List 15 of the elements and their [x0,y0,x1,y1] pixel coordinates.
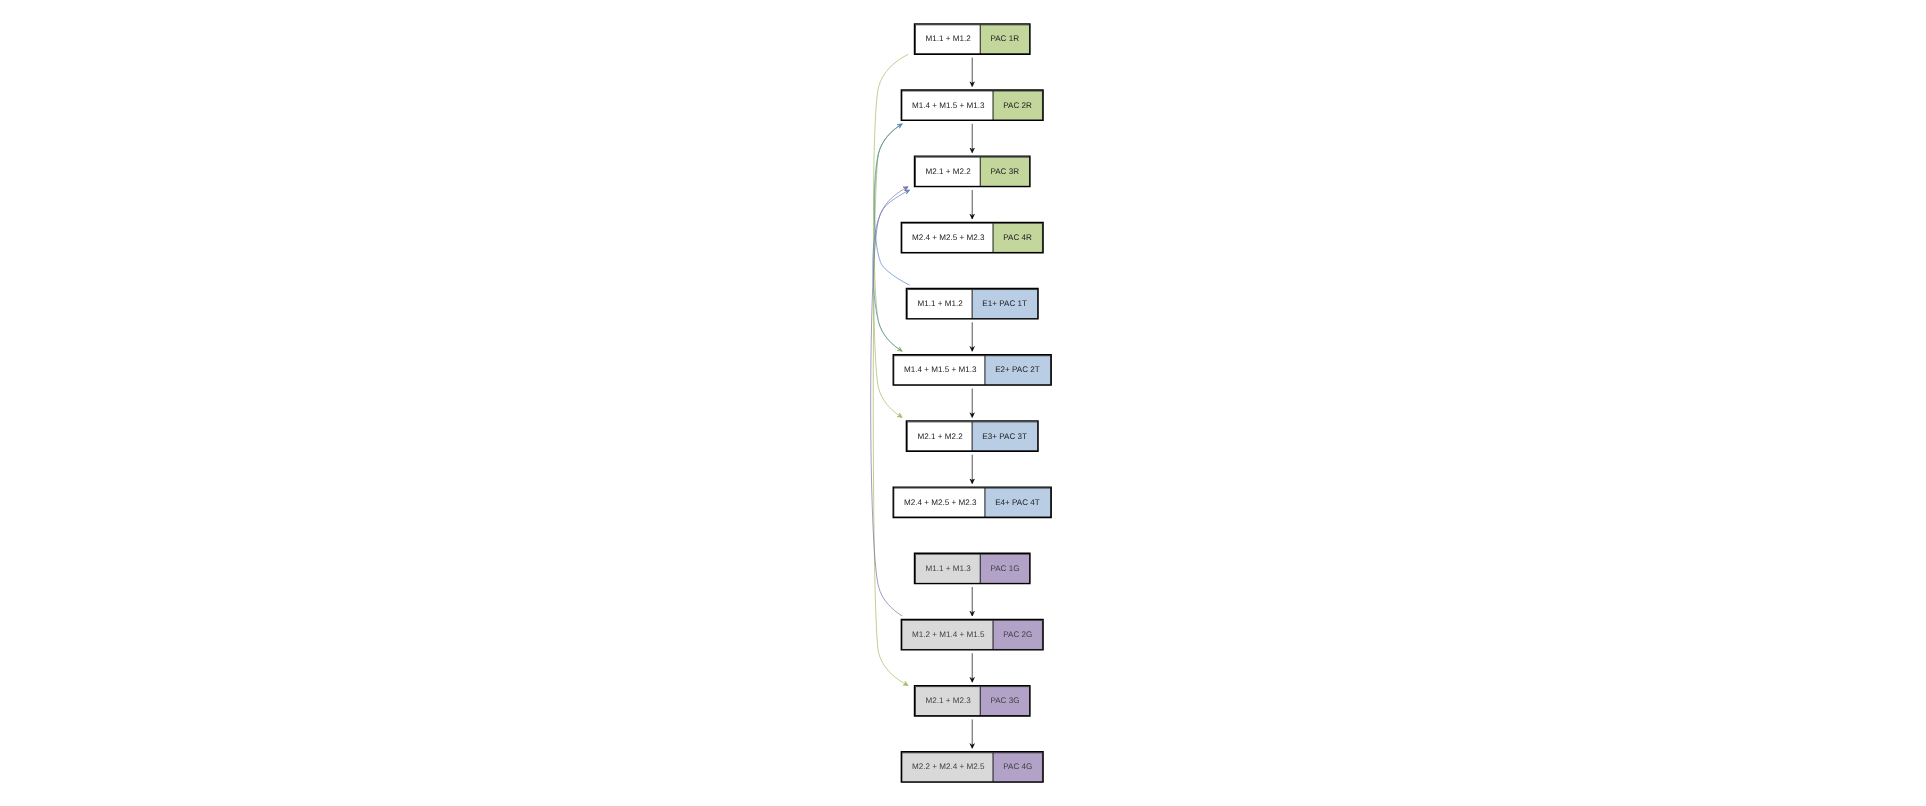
arrow [968,652,974,683]
arrow [968,719,974,749]
arrow [968,123,974,154]
arrow [872,123,910,286]
arrow [968,189,974,220]
arrow [872,123,902,418]
arrow [869,186,908,617]
arrow [871,189,910,352]
arrow [872,54,908,352]
arrow [968,388,974,418]
arrow [968,57,974,87]
arrow [871,123,908,686]
arrow [968,454,974,484]
arrow [968,321,974,352]
arrow [968,586,974,617]
